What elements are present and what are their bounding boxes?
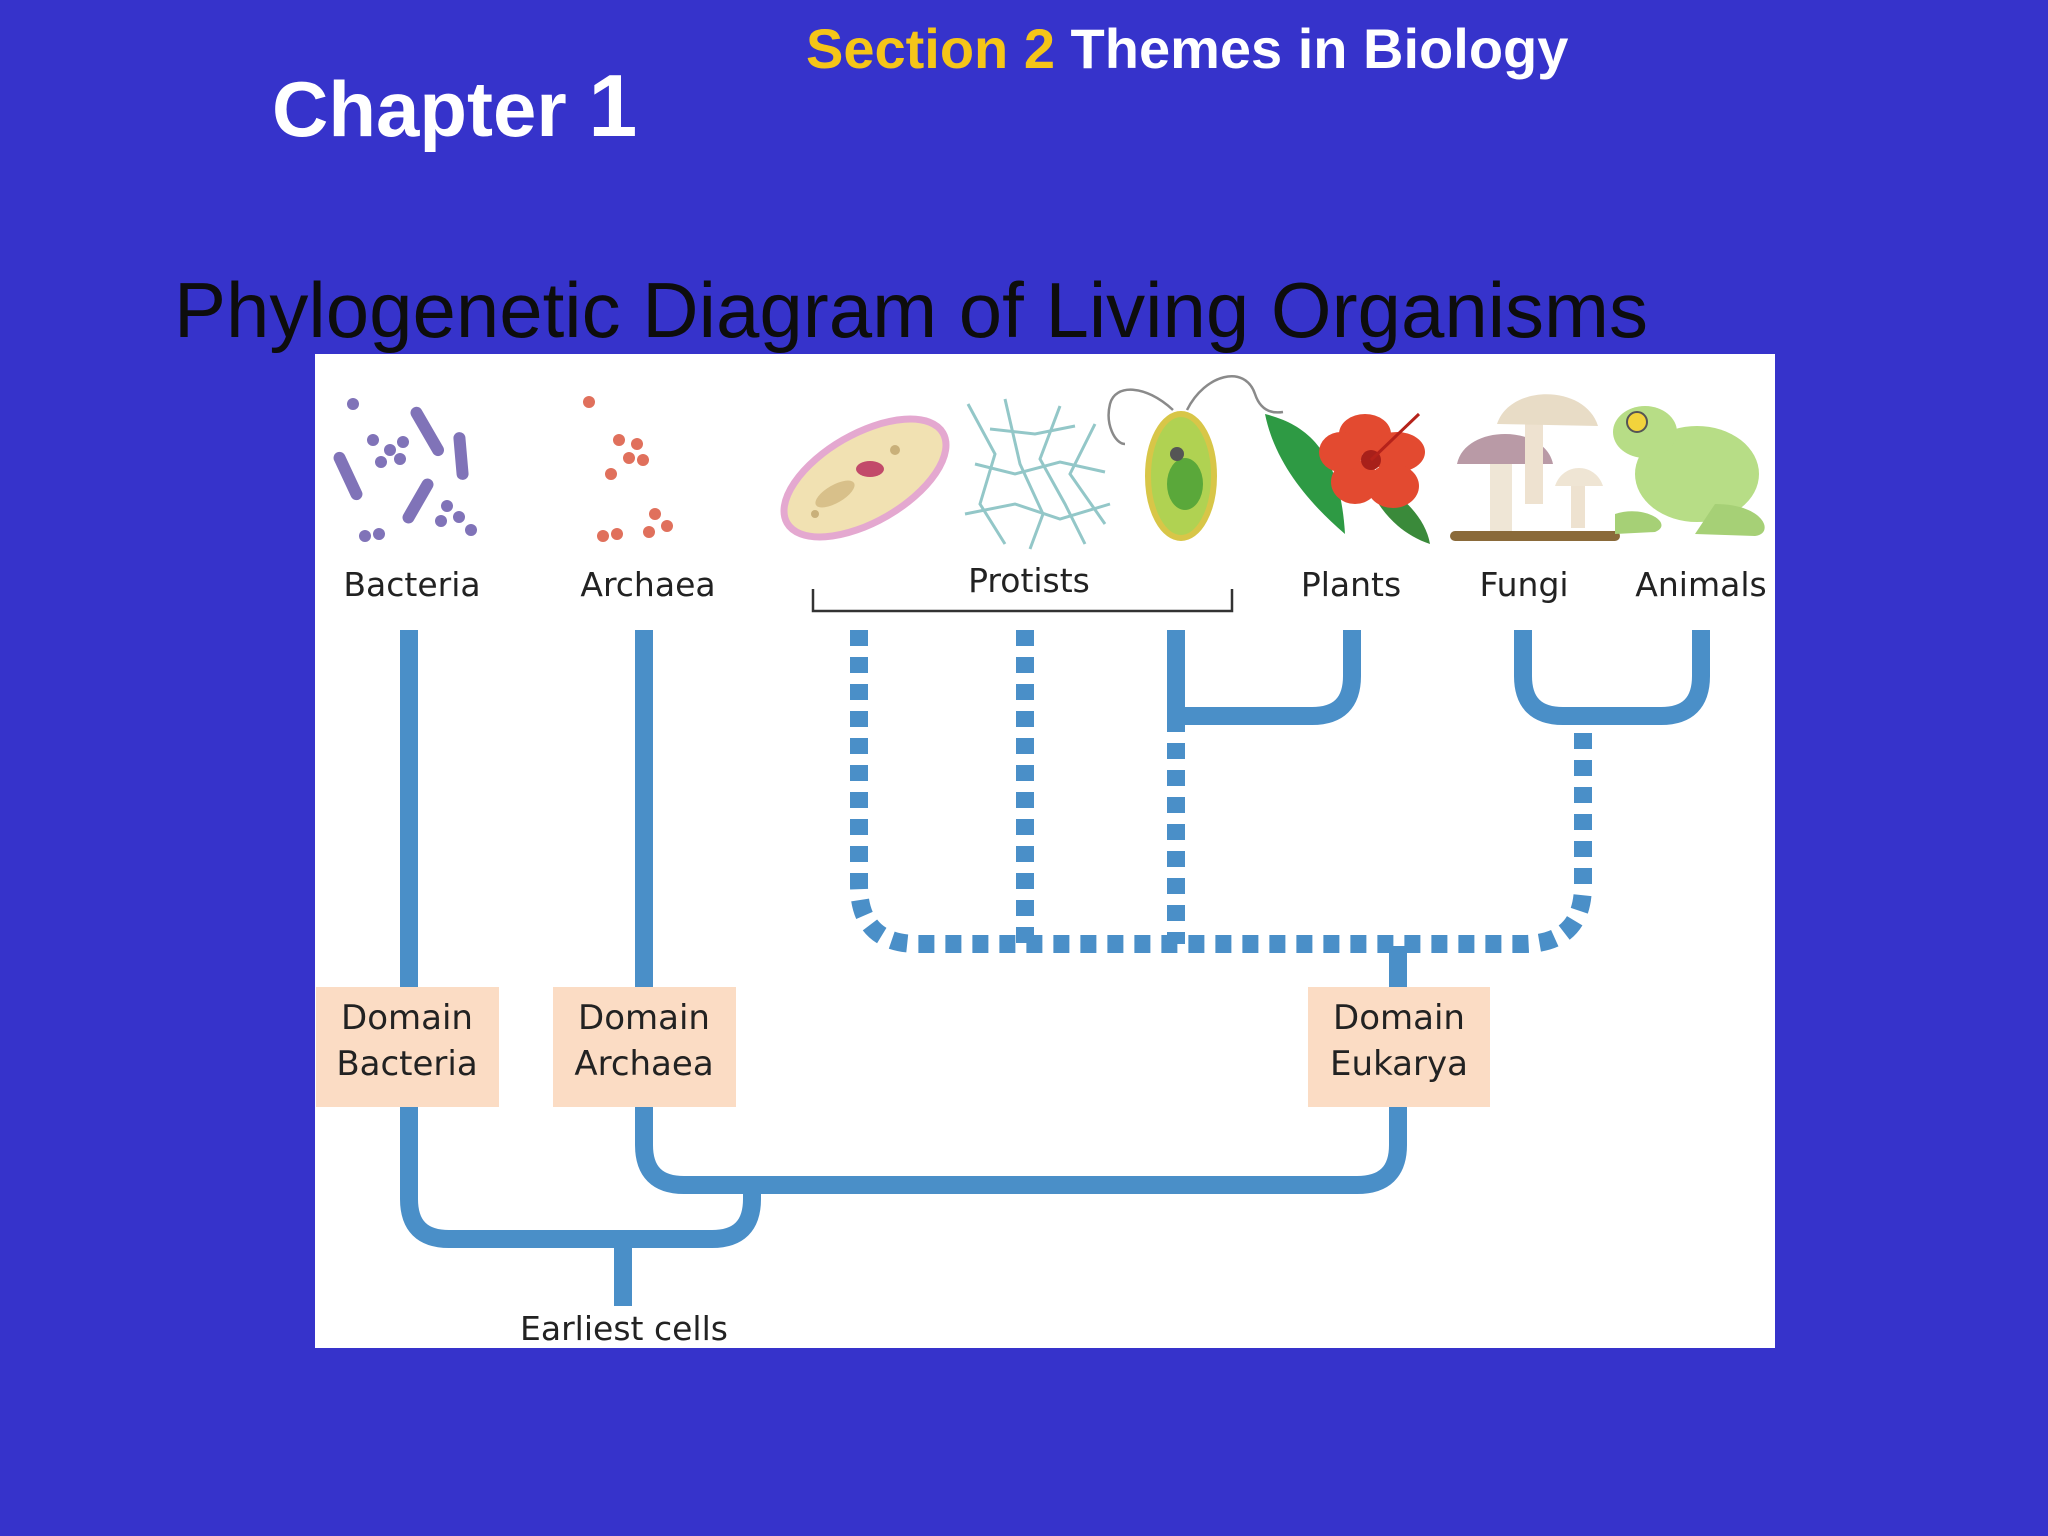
archaea-eukarya-branch — [635, 1105, 1407, 1194]
domain-bacteria-line2: Bacteria — [336, 1044, 477, 1084]
chapter-word: Chapter — [272, 65, 567, 153]
slide-title: Phylogenetic Diagram of Living Organisms — [174, 266, 1649, 354]
chapter-heading: Chapter 1 — [272, 58, 637, 157]
protist-filament-icon — [964, 398, 1111, 550]
domain-bacteria-line1: Domain — [341, 998, 473, 1038]
earliest-cells-label: Earliest cells — [520, 1309, 728, 1348]
bacteria-illustration — [333, 398, 477, 542]
animals-label: Animals — [1635, 565, 1766, 604]
protists-illustration — [780, 375, 1284, 550]
euglena-icon — [1107, 375, 1284, 541]
plants-label: Plants — [1301, 565, 1401, 604]
dashed-branches — [850, 630, 1592, 953]
fungi-label: Fungi — [1479, 565, 1568, 604]
paramecium-icon — [780, 415, 950, 541]
archaea-label: Archaea — [580, 565, 715, 604]
domain-eukarya-line1: Domain — [1333, 998, 1465, 1038]
chapter-number: 1 — [588, 56, 638, 155]
plants-illustration — [1265, 412, 1430, 544]
protists-bracket — [811, 589, 1234, 613]
eukarya-dashed-arc — [850, 630, 1592, 953]
phylogenetic-diagram: Bacteria Archaea Protists Plants Fungi A… — [315, 354, 1775, 1348]
domain-archaea-box: Domain Archaea — [553, 987, 736, 1107]
solid-branches — [400, 630, 1710, 1306]
domain-eukarya-box: Domain Eukarya — [1308, 987, 1490, 1107]
phylogenetic-tree: Bacteria Archaea Protists Plants Fungi A… — [316, 375, 1767, 1348]
bacteria-label: Bacteria — [343, 565, 480, 604]
animals-illustration — [1613, 406, 1765, 536]
domain-bacteria-box: Domain Bacteria — [316, 987, 499, 1107]
protists-label: Protists — [968, 561, 1090, 600]
section-title: Themes in Biology — [1070, 17, 1569, 80]
domain-eukarya-line2: Eukarya — [1330, 1044, 1468, 1084]
root-branch — [400, 1105, 761, 1248]
domain-archaea-line2: Archaea — [574, 1044, 713, 1084]
plants-branch — [1176, 630, 1361, 725]
domain-archaea-line1: Domain — [578, 998, 710, 1038]
section-heading: Section 2 Themes in Biology — [806, 16, 1568, 82]
fungi-illustration — [1450, 394, 1620, 541]
archaea-illustration — [583, 396, 673, 542]
section-label: Section 2 — [806, 17, 1055, 80]
fungi-animals-branch — [1514, 630, 1710, 725]
